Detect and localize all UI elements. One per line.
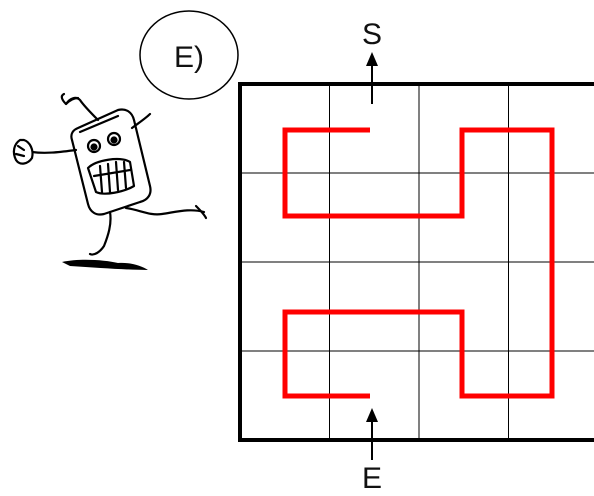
start-arrow [366, 52, 378, 104]
end-arrow [366, 408, 378, 460]
cartoon-robot-running-icon [12, 92, 208, 270]
maze-border [238, 82, 594, 442]
option-label: E) [174, 41, 204, 74]
maze-path [282, 127, 555, 399]
option-circle [139, 10, 239, 100]
option-badge: E) [139, 10, 239, 100]
end-label: E [362, 462, 382, 495]
start-label: S [362, 18, 382, 51]
maze-grid [238, 82, 594, 442]
